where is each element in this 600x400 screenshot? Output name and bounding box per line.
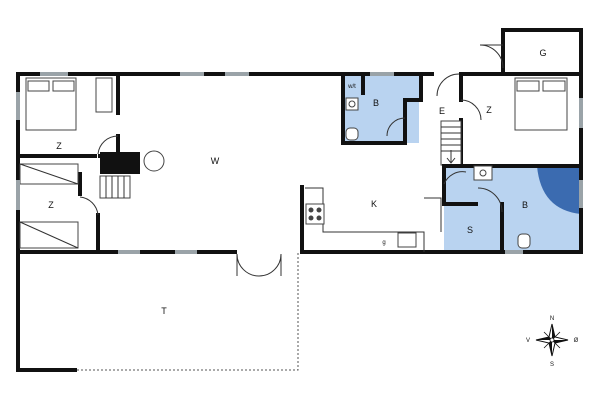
stair-entrance-treads [441, 126, 461, 164]
room-label-bedroom-3: Z [486, 105, 492, 115]
room-label-storage: S [467, 225, 473, 235]
window [175, 250, 197, 254]
kitchen-counter-upper [424, 197, 442, 232]
kitchen-small-label: g [382, 240, 385, 246]
burner-2 [316, 207, 322, 213]
compass-n: N [550, 316, 554, 322]
door-bedroom2 [79, 196, 99, 216]
garage-door-swing [479, 44, 504, 69]
door-bath1 [386, 117, 406, 137]
window [505, 250, 523, 254]
wall-bath1 [341, 72, 423, 145]
cooktop [305, 203, 325, 225]
stair-steps-left [99, 175, 131, 199]
window [40, 72, 68, 76]
compass-w: V [526, 338, 530, 344]
stair-treads-left [105, 176, 125, 198]
burner-3 [308, 215, 314, 221]
column [143, 150, 165, 172]
bunk-bed-lines [19, 163, 79, 249]
bath2-basin-drain [479, 169, 487, 177]
garage-wall [501, 28, 583, 76]
exterior-wall-3 [16, 72, 237, 254]
door-bedroom3 [460, 99, 482, 121]
bed-pillow-1b [52, 80, 75, 92]
door-bath2 [477, 187, 503, 213]
stair-block [100, 152, 140, 174]
room-label-entrance: E [439, 106, 445, 116]
room-label-garage: G [539, 48, 546, 58]
toilet-1 [345, 127, 359, 141]
room-label-living: W [211, 156, 220, 166]
shower-area [537, 166, 581, 214]
window [180, 72, 204, 76]
room-label-terrace: T [161, 306, 167, 316]
room-label-bath-2: B [522, 200, 528, 210]
window [579, 98, 583, 128]
terrace-outline [16, 252, 77, 372]
window [225, 72, 249, 76]
exterior-wall-2 [300, 72, 583, 254]
compass-e: Ø [574, 338, 579, 344]
bed-pillow-1a [27, 80, 50, 92]
toilet-2 [517, 233, 531, 249]
window [16, 180, 20, 210]
room-label-bath-1: B [373, 98, 379, 108]
window [118, 250, 140, 254]
door-entrance [436, 73, 460, 97]
compass-s: S [550, 362, 554, 368]
bed-pillow-3a [516, 80, 540, 92]
burner-4 [316, 215, 322, 221]
room-label-bedroom-2: Z [48, 200, 54, 210]
burner-1 [308, 207, 314, 213]
room-label-bedroom-1: Z [56, 141, 62, 151]
room-label-kitchen: K [371, 199, 377, 209]
kitchen-sink [397, 232, 417, 248]
wc-basin-drain [348, 100, 356, 108]
bed-pillow-3b [542, 80, 566, 92]
terrace-dotted-edge [77, 252, 299, 371]
door-bedroom1 [97, 135, 119, 155]
door-storage [443, 171, 467, 185]
compass-rose: N S V Ø [526, 316, 579, 368]
window [370, 72, 394, 76]
compass-star-fill [536, 324, 568, 356]
compass-center [549, 337, 555, 343]
room-label-wc: w/t [347, 84, 356, 90]
patio-door [236, 253, 282, 277]
kitchen-counter [305, 187, 425, 252]
nightstand-1 [95, 77, 113, 113]
window [16, 92, 20, 120]
window [579, 180, 583, 208]
